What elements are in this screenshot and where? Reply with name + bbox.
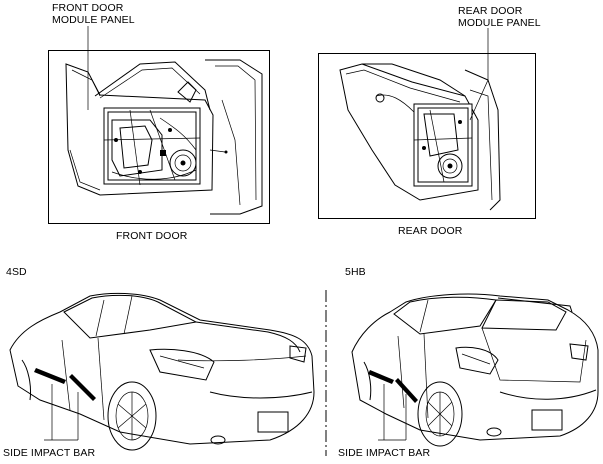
front-door-illustration bbox=[65, 26, 263, 215]
hatch-variant-label: 5HB bbox=[345, 266, 366, 278]
side-impact-bar-hatch-label: SIDE IMPACT BAR bbox=[338, 447, 431, 459]
rear-panel-label-line2: MODULE PANEL bbox=[458, 17, 541, 29]
rear-door-caption: REAR DOOR bbox=[398, 225, 463, 237]
side-impact-bar-sedan-label: SIDE IMPACT BAR bbox=[3, 447, 96, 459]
front-panel-label-line1: FRONT DOOR bbox=[52, 2, 124, 14]
front-panel-label-line2: MODULE PANEL bbox=[52, 14, 135, 26]
front-door-caption: FRONT DOOR bbox=[116, 230, 188, 242]
front-door-module-panel-label: FRONT DOOR MODULE PANEL bbox=[52, 2, 135, 26]
sedan-illustration bbox=[9, 292, 315, 451]
sedan-variant-label: 4SD bbox=[6, 266, 27, 278]
hatch-illustration bbox=[351, 293, 599, 447]
rear-panel-label-line1: REAR DOOR bbox=[458, 5, 523, 17]
rear-door-module-panel-label: REAR DOOR MODULE PANEL bbox=[458, 5, 541, 29]
rear-door-illustration bbox=[339, 28, 501, 211]
